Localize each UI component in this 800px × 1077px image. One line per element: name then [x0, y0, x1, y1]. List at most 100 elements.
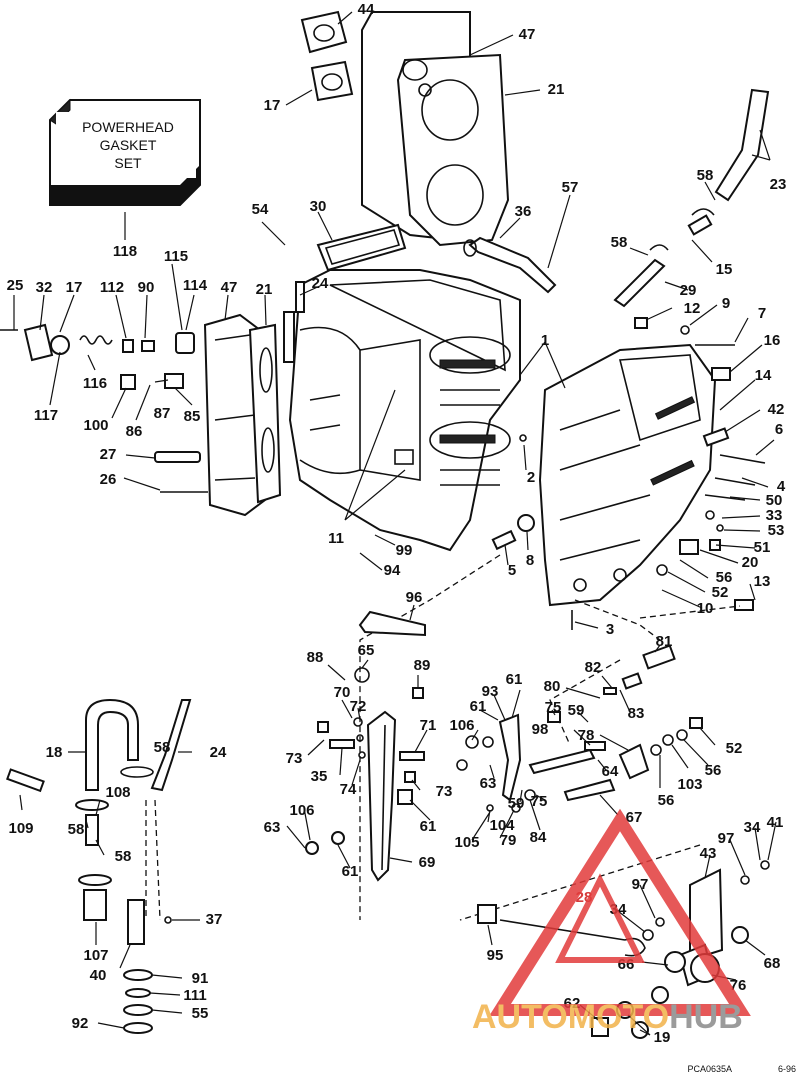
callout-47: 47	[519, 26, 536, 43]
watermark-triangle-logo	[489, 808, 751, 1016]
callout-85: 85	[184, 408, 201, 425]
callout-51: 51	[754, 539, 771, 556]
figure-code: PCA0635A	[687, 1064, 732, 1074]
callout-63: 63	[264, 819, 281, 836]
callout-44: 44	[358, 1, 375, 18]
callout-107: 107	[83, 947, 108, 964]
center-parts	[491, 434, 573, 630]
callout-56: 56	[658, 792, 675, 809]
exhaust-cover-gaskets	[300, 10, 510, 247]
hoses-top-right	[463, 88, 770, 308]
callout-27: 27	[100, 446, 117, 463]
gasket-set-line-3: SET	[114, 155, 142, 171]
callout-55: 55	[192, 1005, 209, 1022]
callout-61: 61	[470, 698, 487, 715]
callout-43: 43	[700, 845, 717, 862]
callout-21: 21	[548, 81, 565, 98]
callout-labels: 44 47 21 17 118 23 58 57 36 54 30 58 15 …	[7, 1, 787, 1046]
callout-36: 36	[515, 203, 532, 220]
callout-23: 23	[770, 176, 787, 193]
callout-16: 16	[764, 332, 781, 349]
callout-58: 58	[154, 739, 171, 756]
callout-18: 18	[46, 744, 63, 761]
callout-37: 37	[206, 911, 223, 928]
callout-97: 97	[718, 830, 735, 847]
callout-1: 1	[541, 332, 549, 349]
callout-56: 56	[716, 569, 733, 586]
callout-4: 4	[777, 478, 786, 495]
callout-61: 61	[342, 863, 359, 880]
callout-79: 79	[500, 832, 517, 849]
callout-6: 6	[775, 421, 783, 438]
linkage-arm-69	[366, 710, 397, 882]
callout-7: 7	[758, 305, 766, 322]
callout-59: 59	[508, 795, 525, 812]
callout-116: 116	[83, 375, 107, 392]
callout-34: 34	[744, 819, 761, 836]
callout-42: 42	[768, 401, 785, 418]
callout-24: 24	[210, 744, 227, 761]
callout-58: 58	[697, 167, 714, 184]
callout-17: 17	[66, 279, 83, 296]
callout-81: 81	[656, 633, 673, 650]
linkage-small-parts-mid	[305, 667, 425, 855]
leader-lines	[13, 11, 777, 1036]
callout-64: 64	[602, 763, 619, 780]
callout-97: 97	[632, 876, 649, 893]
small-left-parts	[0, 323, 208, 493]
callout-58: 58	[611, 234, 628, 251]
linkage-right-parts	[456, 644, 703, 813]
callout-20: 20	[742, 554, 759, 571]
callout-74: 74	[340, 781, 357, 798]
callout-88: 88	[307, 649, 324, 666]
callout-47: 47	[221, 279, 238, 296]
callout-32: 32	[36, 279, 53, 296]
callout-14: 14	[755, 367, 772, 384]
callout-13: 13	[754, 573, 771, 590]
callout-61: 61	[506, 671, 523, 688]
linkage-lever-96	[358, 610, 426, 637]
callout-58: 58	[68, 821, 85, 838]
callout-118: 118	[113, 243, 137, 260]
callout-72: 72	[350, 698, 367, 715]
callout-98: 98	[532, 721, 549, 738]
callout-61: 61	[420, 818, 437, 835]
callout-54: 54	[252, 201, 269, 218]
callout-21: 21	[256, 281, 273, 298]
gasket-set-line-2: GASKET	[100, 137, 157, 153]
callout-59: 59	[568, 702, 585, 719]
callout-95: 95	[487, 947, 504, 964]
callout-73: 73	[436, 783, 453, 800]
callout-114: 114	[183, 277, 208, 294]
callout-99: 99	[396, 542, 413, 559]
callout-115: 115	[164, 248, 188, 265]
callout-111: 111	[183, 987, 206, 1004]
callout-84: 84	[530, 829, 547, 846]
callout-75: 75	[531, 793, 548, 810]
callout-29: 29	[680, 282, 697, 299]
callout-70: 70	[334, 684, 351, 701]
callout-86: 86	[126, 423, 143, 440]
crankcase-cover	[538, 343, 717, 607]
callout-41: 41	[767, 814, 784, 831]
callout-67: 67	[626, 809, 643, 826]
callout-3: 3	[606, 621, 614, 638]
callout-78: 78	[578, 727, 595, 744]
callout-40: 40	[90, 967, 107, 984]
callout-92: 92	[72, 1015, 89, 1032]
callout-58: 58	[115, 848, 132, 865]
callout-9: 9	[722, 295, 730, 312]
callout-69: 69	[419, 854, 436, 871]
callout-52: 52	[726, 740, 743, 757]
callout-12: 12	[684, 300, 701, 317]
figure-date: 6-96	[778, 1064, 796, 1074]
callout-104: 104	[489, 817, 515, 834]
callout-17: 17	[264, 97, 281, 114]
callout-24: 24	[312, 275, 329, 292]
callout-63: 63	[480, 775, 497, 792]
automotohub-watermark: AUTOMOTOHUB	[472, 808, 751, 1036]
callout-94: 94	[384, 562, 401, 579]
callout-26: 26	[100, 471, 117, 488]
callout-52: 52	[712, 584, 729, 601]
callout-91: 91	[192, 970, 209, 987]
